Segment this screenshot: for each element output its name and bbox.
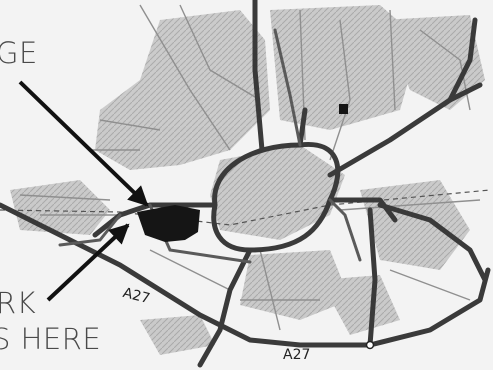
arrow-top — [18, 80, 149, 207]
callout-label-bottom-line1: RK — [0, 286, 37, 320]
road-label-a27-south: A27 — [283, 347, 311, 363]
callout-label-bottom-line2: S HERE — [0, 322, 102, 356]
arrow-bottom — [46, 223, 130, 302]
target-site-block — [137, 205, 200, 242]
minor-roads — [19, 4, 481, 331]
junction-marker — [365, 340, 375, 350]
roundabout-marker — [339, 104, 348, 114]
built-up-areas — [10, 5, 485, 355]
callout-label-top: GE — [0, 36, 38, 70]
